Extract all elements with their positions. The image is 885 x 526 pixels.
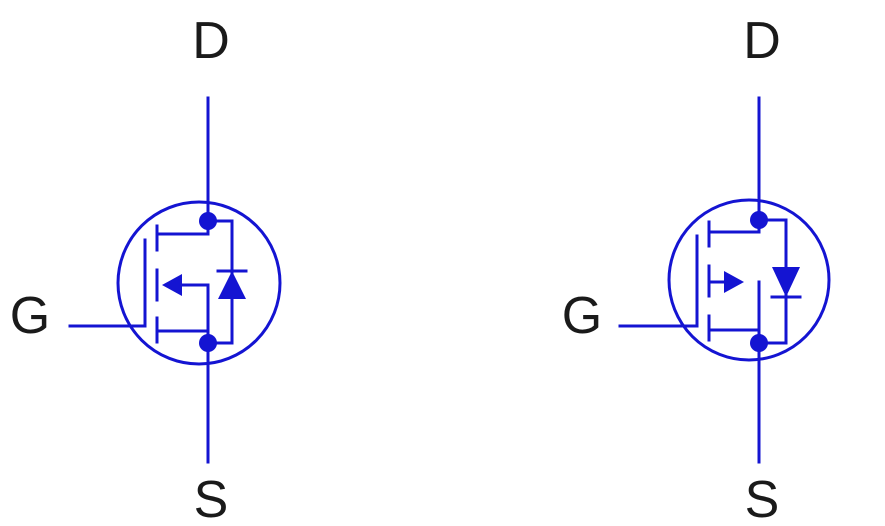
drain-node-dot xyxy=(199,212,217,230)
source-node-dot xyxy=(199,334,217,352)
gate-label: G xyxy=(10,287,50,345)
drain-label: D xyxy=(192,12,230,70)
mosfet-symbol-right: D G S xyxy=(562,12,831,526)
transistor-body-circle xyxy=(667,198,831,362)
source-node-dot xyxy=(750,334,768,352)
body-arrow-icon xyxy=(162,274,182,296)
transistor-body-circle xyxy=(116,200,282,366)
gate-label: G xyxy=(562,287,602,345)
body-arrow-icon xyxy=(724,271,744,293)
drain-node-dot xyxy=(750,211,768,229)
body-diode-icon xyxy=(772,267,800,297)
source-label: S xyxy=(194,471,229,526)
source-label: S xyxy=(745,471,780,526)
body-diode-icon xyxy=(218,271,246,299)
drain-label: D xyxy=(743,12,781,70)
mosfet-symbol-left: D G S xyxy=(10,12,282,526)
